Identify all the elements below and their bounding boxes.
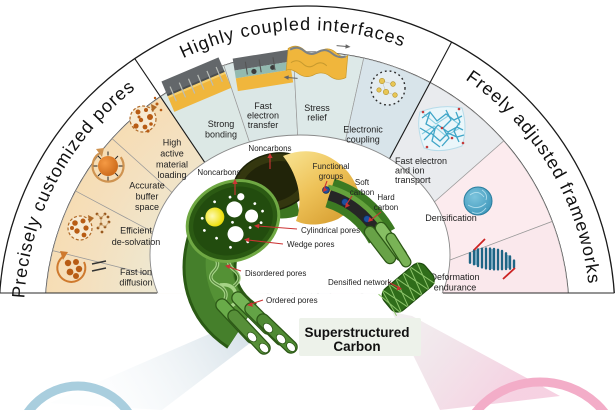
segment-label: Strong bbox=[208, 119, 235, 129]
segment-label: space bbox=[135, 202, 159, 212]
segment-label: High bbox=[163, 138, 182, 148]
densified-network-tip bbox=[378, 261, 436, 316]
conductive-network-icon bbox=[418, 106, 466, 152]
annotation-functional-groups: Functional bbox=[313, 162, 350, 171]
annotation-soft-carbon: Soft bbox=[355, 178, 370, 187]
segment-label: transport bbox=[395, 175, 431, 185]
annotation-ordered-pores: Ordered pores bbox=[266, 296, 318, 305]
ion-desolvation-icon bbox=[67, 212, 111, 241]
annotation-noncarbons-top: Noncarbons bbox=[248, 144, 291, 153]
blue-ring bbox=[24, 381, 132, 410]
annotation-soft-carbon: carbon bbox=[350, 188, 374, 197]
segment-label: endurance bbox=[434, 283, 477, 293]
annotation-wedge-pores: Wedge pores bbox=[287, 240, 334, 249]
segment-label: Accurate bbox=[129, 181, 165, 191]
segment-labels: Fast ion diffusion Efficient de-solvatio… bbox=[112, 101, 480, 293]
segment-label: and ion bbox=[395, 166, 425, 176]
segment-label: buffer bbox=[136, 192, 159, 202]
layered-interface-icon bbox=[232, 49, 294, 92]
circulating-ions-icon bbox=[56, 251, 107, 283]
segment-label: electron bbox=[247, 111, 279, 121]
annotation-densified-network: Densified network bbox=[328, 278, 393, 287]
annotation-hard-carbon: Hard bbox=[377, 193, 394, 202]
segment-label: Densification bbox=[425, 213, 477, 223]
segment-label: transfer bbox=[248, 120, 279, 130]
segment-label: loading bbox=[157, 170, 186, 180]
caption-line: Superstructured bbox=[304, 325, 409, 340]
segment-label: material bbox=[156, 160, 188, 170]
segment-label: active bbox=[160, 149, 184, 159]
annotation-disordered-pores: Disordered pores bbox=[245, 269, 306, 278]
segment-label: coupling bbox=[346, 135, 380, 145]
segment-label: Fast electron bbox=[395, 156, 447, 166]
caption-line: Carbon bbox=[333, 339, 380, 354]
central-annotations: Noncarbons Noncarbons Functional groups … bbox=[197, 144, 398, 305]
annotation-hard-carbon: carbon bbox=[374, 203, 398, 212]
annotation-noncarbons-left: Noncarbons bbox=[197, 168, 240, 177]
coupled-particles-icon bbox=[370, 70, 406, 106]
superstructured-carbon-illustration bbox=[182, 151, 436, 355]
segment-label: Deformation bbox=[430, 272, 479, 282]
annotation-cylindrical-pores: Cylindrical pores bbox=[301, 226, 360, 235]
bonded-interface-icon bbox=[161, 57, 232, 112]
pink-ring bbox=[471, 377, 609, 410]
segment-label: Fast ion bbox=[120, 267, 152, 277]
segment-label: Stress bbox=[304, 103, 330, 113]
buffered-particle-icon bbox=[91, 148, 125, 183]
segment-label: Efficient bbox=[120, 226, 152, 236]
segment-label: diffusion bbox=[119, 278, 152, 288]
caption-box: Superstructured Carbon bbox=[299, 318, 421, 356]
spring-coil-icon bbox=[468, 238, 516, 280]
noncarbon-particle bbox=[205, 207, 225, 227]
segment-label: Electronic bbox=[343, 125, 383, 135]
segment-label: bonding bbox=[205, 130, 237, 140]
segment-label: de-solvation bbox=[112, 237, 161, 247]
annotation-functional-groups: groups bbox=[319, 172, 343, 181]
wavy-interface-icon bbox=[283, 44, 351, 80]
annotation-arrowheads bbox=[225, 153, 402, 307]
segment-label: Fast bbox=[254, 101, 272, 111]
ordered-pore-bundle bbox=[215, 291, 298, 355]
loaded-pore-icon bbox=[129, 96, 163, 133]
segment-label: relief bbox=[307, 113, 327, 123]
dense-sphere-icon bbox=[463, 186, 493, 216]
